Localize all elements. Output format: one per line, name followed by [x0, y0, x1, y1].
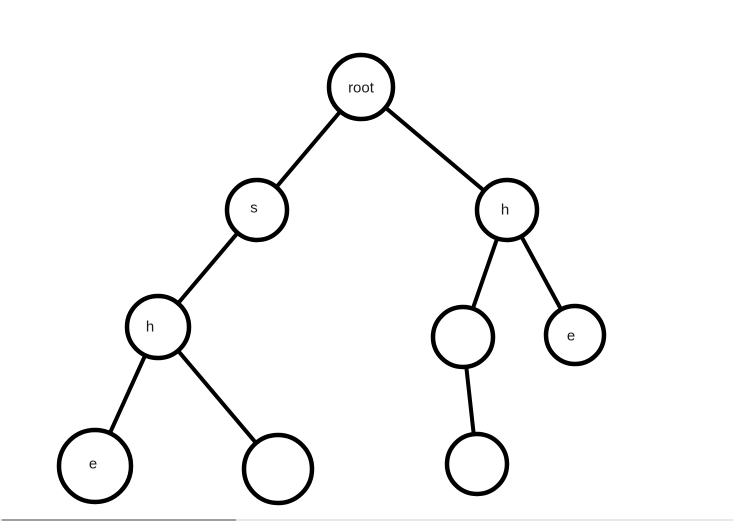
tree-node-blank-bottom-left [241, 432, 315, 506]
tree-node-label-h-left: h [146, 319, 154, 336]
tree-node-blank-mid-right [430, 304, 496, 370]
tree-node-circle-root [326, 52, 396, 122]
tree-node-circle-h-left [124, 293, 192, 361]
tree-node-label-e-bottom-left: e [89, 456, 97, 473]
tree-node-label-e-right: e [567, 328, 575, 345]
tree-node-label-root: root [348, 80, 375, 97]
tree-node-circle-e-right [543, 303, 607, 367]
tree-node-circle-s [224, 177, 290, 243]
tree-node-label-h-right: h [501, 202, 509, 219]
tree-node-circle-e-bottom-left [56, 427, 134, 505]
tree-node-circle-blank-mid-right [430, 304, 496, 370]
tree-node-s: s [224, 177, 290, 243]
tree-node-circle-blank-bottom-right [444, 431, 510, 497]
tree-node-root: root [326, 52, 396, 122]
tree-node-h-right: h [474, 177, 540, 243]
tree-node-e-right: e [543, 303, 607, 367]
tree-node-circle-h-right [474, 177, 540, 243]
tree-node-blank-bottom-right [444, 431, 510, 497]
horizontal-scrollbar-track[interactable] [0, 519, 733, 521]
tree-node-h-left: h [124, 293, 192, 361]
tree-node-e-bottom-left: e [56, 427, 134, 505]
horizontal-scrollbar-thumb[interactable] [2, 519, 236, 521]
tree-node-label-s: s [250, 200, 258, 217]
tree-node-circle-blank-bottom-left [241, 432, 315, 506]
